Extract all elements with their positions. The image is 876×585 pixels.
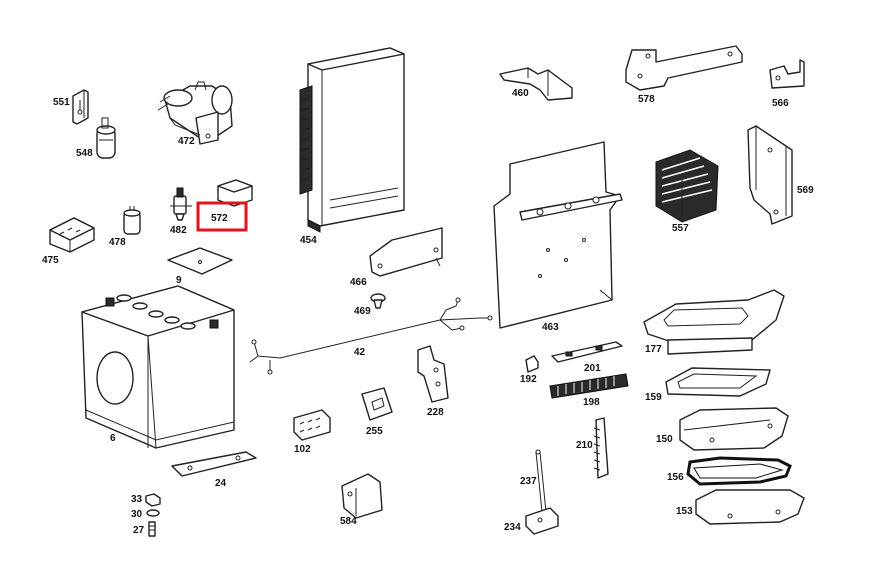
part-156-seal[interactable] — [686, 456, 792, 486]
part-584-bracket[interactable] — [341, 473, 383, 519]
part-label: 159 — [645, 392, 662, 403]
part-label: 153 — [676, 506, 693, 517]
part-label: 569 — [797, 185, 814, 196]
part-label: 237 — [520, 476, 537, 487]
part-label: 234 — [504, 522, 521, 533]
part-label: 33 — [131, 494, 143, 505]
part-30-washer[interactable] — [146, 509, 160, 517]
part-label: 42 — [354, 347, 366, 358]
part-label: 192 — [520, 374, 537, 385]
part-label: 475 — [42, 255, 59, 266]
part-label: 30 — [131, 509, 143, 520]
part-469-grommet[interactable] — [370, 293, 386, 309]
part-198-comb[interactable] — [549, 373, 629, 399]
part-label: 466 — [350, 277, 367, 288]
part-label: 255 — [366, 426, 383, 437]
part-33-nut[interactable] — [145, 493, 161, 507]
part-228-bracket[interactable] — [417, 345, 449, 403]
part-569-bracket[interactable] — [747, 125, 793, 225]
part-label: 24 — [215, 478, 227, 489]
part-201-strip[interactable] — [551, 341, 623, 363]
part-255-plate[interactable] — [361, 387, 393, 421]
part-475-socket[interactable] — [49, 217, 95, 253]
part-label: 201 — [584, 363, 601, 374]
part-234-clamp[interactable] — [525, 507, 559, 535]
part-454-control-unit[interactable] — [299, 47, 405, 233]
part-label: 27 — [133, 525, 145, 536]
part-label: 102 — [294, 444, 311, 455]
part-27-bolt[interactable] — [148, 521, 156, 537]
part-460-bracket[interactable] — [499, 67, 573, 101]
part-label: 557 — [672, 223, 689, 234]
part-label: 177 — [645, 344, 662, 355]
part-label: 472 — [178, 136, 195, 147]
part-548-relay[interactable] — [96, 117, 116, 159]
part-label: 210 — [576, 440, 593, 451]
part-478-capacitor[interactable] — [123, 206, 141, 235]
part-551-bracket[interactable] — [72, 89, 89, 125]
part-463-panel[interactable] — [493, 141, 623, 329]
part-482-sensor[interactable] — [170, 187, 192, 221]
part-150-cover[interactable] — [679, 407, 789, 451]
part-label: 478 — [109, 237, 126, 248]
part-label: 198 — [583, 397, 600, 408]
part-label: 566 — [772, 98, 789, 109]
part-label: 460 — [512, 88, 529, 99]
part-466-bracket[interactable] — [369, 227, 443, 277]
part-572-relay[interactable] — [217, 179, 253, 207]
part-42-wire-harness[interactable] — [249, 297, 493, 375]
part-label: 551 — [53, 97, 70, 108]
part-210-serrated-strip[interactable] — [593, 417, 609, 479]
part-label: 548 — [76, 148, 93, 159]
part-label: 584 — [340, 516, 357, 527]
part-label: 469 — [354, 306, 371, 317]
part-label: 9 — [176, 275, 182, 286]
part-label: 578 — [638, 94, 655, 105]
part-label: 156 — [667, 472, 684, 483]
part-label: 6 — [110, 433, 116, 444]
highlight-box — [196, 201, 248, 232]
part-9-plate[interactable] — [167, 247, 233, 275]
part-label: 150 — [656, 434, 673, 445]
part-label: 482 — [170, 225, 187, 236]
part-237-rod[interactable] — [535, 449, 547, 513]
part-472-pump[interactable] — [157, 81, 233, 145]
part-label: 463 — [542, 322, 559, 333]
part-label-highlighted: 572 — [211, 213, 228, 224]
part-159-gasket[interactable] — [665, 367, 771, 397]
part-192-clip[interactable] — [525, 355, 539, 373]
part-102-connector[interactable] — [293, 409, 331, 441]
part-153-lid[interactable] — [695, 489, 805, 525]
part-557-heatsink[interactable] — [655, 149, 719, 223]
part-6-battery[interactable] — [81, 285, 235, 449]
part-label: 454 — [300, 235, 317, 246]
part-label: 228 — [427, 407, 444, 418]
part-578-bracket[interactable] — [625, 45, 743, 91]
part-177-tray[interactable] — [643, 289, 785, 355]
part-566-bracket[interactable] — [769, 59, 805, 89]
part-24-bracket[interactable] — [171, 451, 257, 477]
